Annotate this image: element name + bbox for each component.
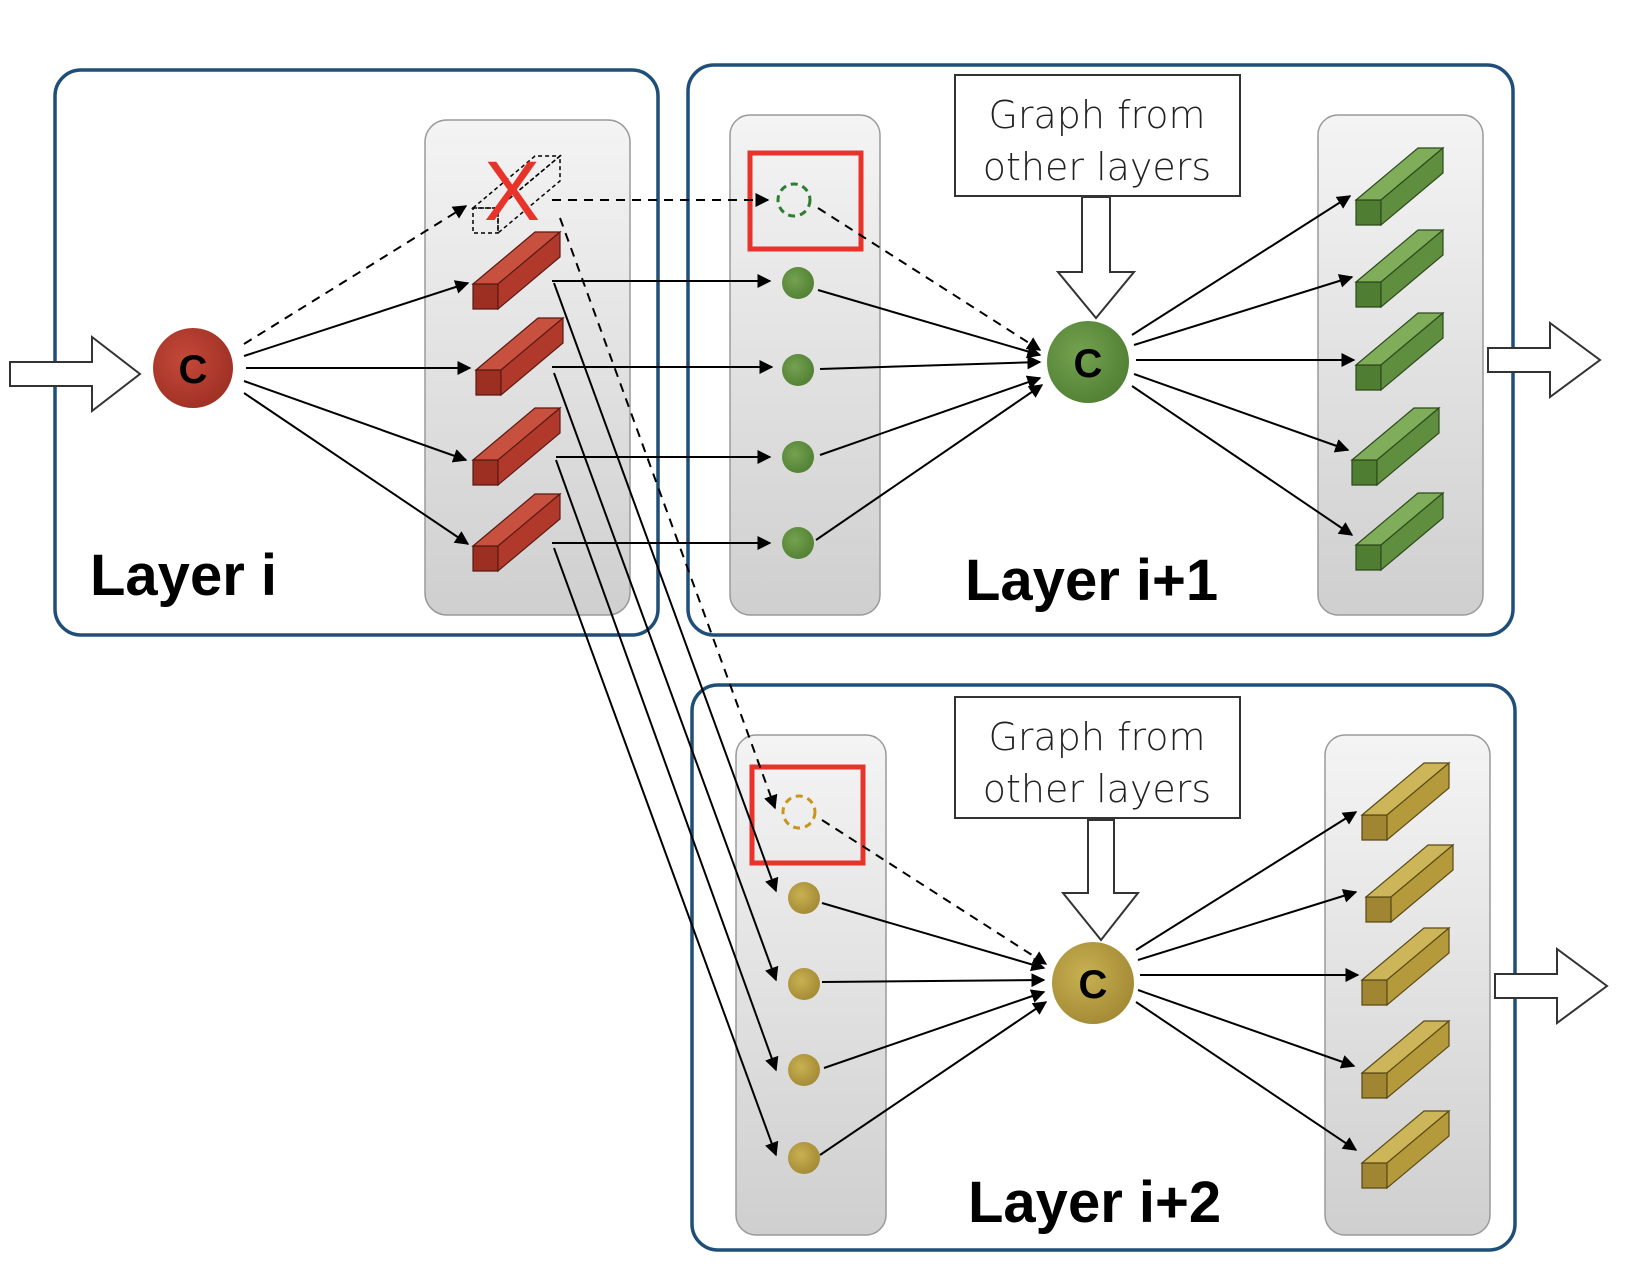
edge bbox=[1131, 195, 1352, 336]
layer-i1-output-bars bbox=[1350, 146, 1445, 572]
edge bbox=[1133, 274, 1354, 346]
graph-text-line2: other layers bbox=[983, 767, 1211, 811]
layer-i2-center-node: C bbox=[1052, 942, 1134, 1024]
bar bbox=[471, 406, 562, 487]
edge bbox=[553, 547, 779, 1157]
edge bbox=[819, 355, 1042, 370]
bar bbox=[471, 230, 562, 311]
edge bbox=[243, 380, 468, 463]
layer-i-bars bbox=[471, 230, 565, 573]
layer-i1-center-node: C bbox=[1047, 321, 1129, 403]
edge bbox=[243, 280, 470, 357]
layer-i2-node bbox=[788, 1142, 820, 1174]
edge bbox=[243, 392, 470, 545]
bar bbox=[1360, 761, 1451, 842]
graph-arrow-i2 bbox=[1060, 819, 1141, 942]
layer-i1-dropped-node bbox=[776, 182, 812, 218]
bar bbox=[1354, 491, 1445, 572]
edge bbox=[555, 459, 779, 1072]
edge bbox=[553, 282, 779, 893]
graph-arrow-i1 bbox=[1055, 196, 1137, 320]
bar bbox=[1360, 1019, 1451, 1100]
edge bbox=[817, 289, 1042, 359]
edge bbox=[1131, 385, 1354, 536]
layer-i2-box bbox=[690, 683, 1517, 1252]
node-label: C bbox=[1079, 963, 1108, 1007]
node-label: C bbox=[1074, 342, 1103, 386]
layer-i-label: Layer i bbox=[90, 543, 277, 608]
layer-i1-node bbox=[782, 527, 814, 559]
layer-i2-output-arrow bbox=[1494, 947, 1609, 1025]
connections bbox=[243, 193, 1360, 1157]
bar bbox=[1360, 1109, 1451, 1190]
bar bbox=[474, 316, 565, 397]
edge bbox=[821, 819, 1048, 965]
layer-i2-output-bars bbox=[1360, 761, 1455, 1190]
graph-text-line1: Graph from bbox=[988, 715, 1205, 759]
edge bbox=[559, 217, 778, 810]
edge bbox=[817, 207, 1042, 351]
input-arrow bbox=[9, 334, 142, 414]
bar bbox=[1354, 228, 1445, 309]
layer-i-dropped-bar bbox=[470, 154, 563, 235]
bar bbox=[1360, 926, 1451, 1007]
edge bbox=[823, 989, 1046, 1069]
edge bbox=[243, 205, 468, 345]
dropped-marker-x: X bbox=[484, 144, 540, 238]
layer-i-box bbox=[53, 68, 660, 637]
node-label: C bbox=[179, 348, 208, 392]
layer-i1-node bbox=[782, 267, 814, 299]
layer-i2-label: Layer i+2 bbox=[968, 1170, 1221, 1235]
edge bbox=[821, 902, 1046, 972]
graph-from-other-layers-i2: Graph from other layers bbox=[954, 696, 1241, 819]
layer-i1-label: Layer i+1 bbox=[965, 548, 1218, 613]
layer-i-center-node: C bbox=[153, 328, 233, 408]
layer-i1-node bbox=[782, 354, 814, 386]
layer-i2-dropped-node bbox=[781, 794, 817, 830]
edge bbox=[1135, 1001, 1358, 1151]
graph-from-other-layers-i1: Graph from other layers bbox=[954, 74, 1241, 197]
edge bbox=[1137, 889, 1358, 961]
edge bbox=[553, 372, 779, 982]
edge bbox=[815, 384, 1044, 541]
edge bbox=[821, 973, 1046, 988]
layer-i1-output-arrow bbox=[1487, 321, 1602, 399]
edge bbox=[819, 375, 1042, 456]
bar bbox=[1350, 406, 1441, 487]
highlight-box-i2 bbox=[749, 764, 866, 866]
layer-i1-node bbox=[782, 441, 814, 473]
bar bbox=[471, 492, 562, 573]
graph-text-line2: other layers bbox=[983, 145, 1211, 189]
edge bbox=[1135, 811, 1358, 951]
bar bbox=[1354, 311, 1445, 392]
layer-i2-node bbox=[788, 1054, 820, 1086]
layer-i2-node bbox=[788, 968, 820, 1000]
edge bbox=[1137, 989, 1356, 1069]
graph-text-line1: Graph from bbox=[988, 93, 1205, 137]
edge bbox=[819, 1001, 1048, 1156]
bar bbox=[1354, 146, 1445, 227]
edge bbox=[1133, 373, 1350, 453]
bar bbox=[1364, 843, 1455, 924]
layer-i2-node bbox=[788, 882, 820, 914]
